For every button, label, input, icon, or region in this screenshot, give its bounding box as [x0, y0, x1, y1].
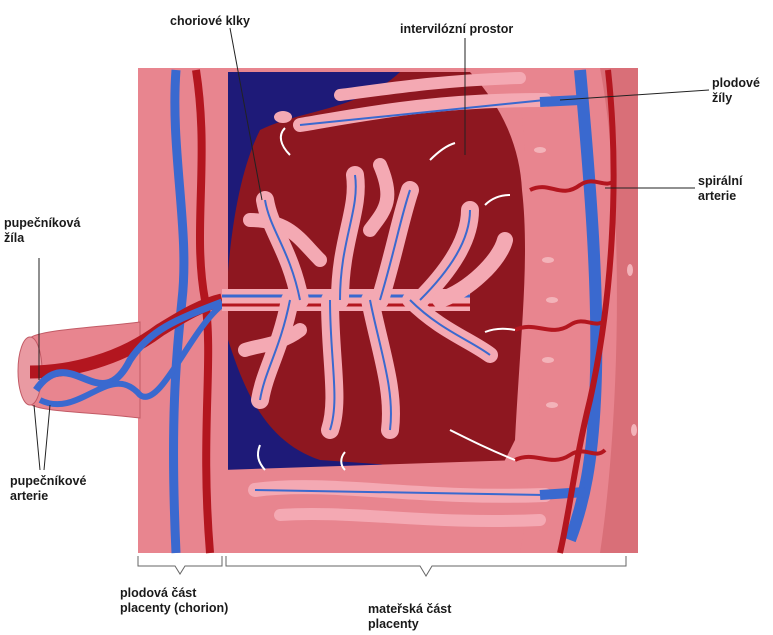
label-intervilozni-prostor: intervilózní prostor — [400, 22, 513, 37]
maternal-vein-lower — [540, 492, 585, 495]
label-pupecnikova-zila: pupečníková žíla — [4, 216, 80, 246]
brace-materska — [226, 556, 626, 576]
brace-plodova — [138, 556, 222, 574]
label-choriove-klky: choriové klky — [170, 14, 250, 29]
uterine-wall — [600, 68, 719, 553]
label-materska-cast: mateřská část placenty — [368, 602, 451, 632]
plodove-zily-vessel — [540, 100, 580, 102]
label-pupecnikove-arterie: pupečníkové arterie — [10, 474, 86, 504]
label-spiralni-arterie: spirální arterie — [698, 174, 742, 204]
label-plodove-zily: plodové žíly — [712, 76, 760, 106]
label-plodova-cast: plodová část placenty (chorion) — [120, 586, 228, 616]
